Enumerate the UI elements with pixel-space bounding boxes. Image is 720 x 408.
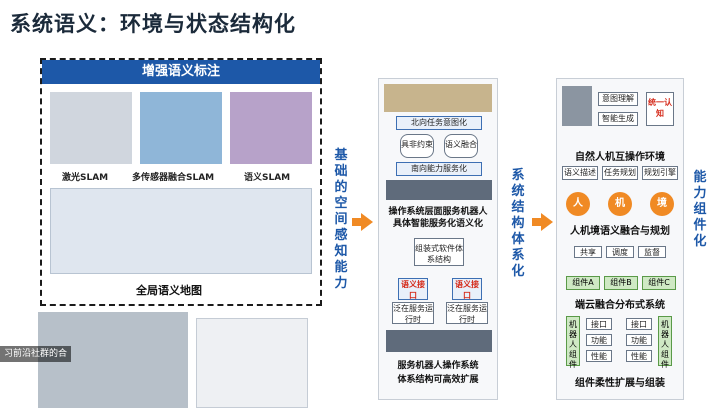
- arrow-1-bar: [352, 218, 362, 226]
- semantic-interface-left: 语义接口: [398, 278, 428, 300]
- unified-cognition: 统一认知: [646, 92, 674, 126]
- schedule-box: 调度: [606, 246, 634, 258]
- mid-box-5: 功能: [626, 334, 652, 346]
- page-title: 系统语义：环境与状态结构化: [10, 12, 296, 36]
- semantic-interface-right: 语义接口: [452, 278, 482, 300]
- right-caption-2: 人机境语义融合与规划: [570, 226, 670, 237]
- vertical-label-2: 系统结构体系化: [511, 168, 525, 279]
- component-c: 组件C: [642, 276, 676, 290]
- slam-image-1: [50, 92, 132, 164]
- caption-fusion-slam: 多传感器融合SLAM: [132, 173, 215, 183]
- side-left: 机器人组件: [566, 316, 580, 369]
- mid-box-6: 性能: [626, 350, 652, 362]
- pill-right: 语义融合: [444, 134, 478, 158]
- circle-machine: 机: [608, 192, 632, 216]
- component-a: 组件A: [566, 276, 600, 290]
- mid-box-2: 功能: [586, 334, 612, 346]
- mid-box-1: 接口: [586, 318, 612, 330]
- middle-device-row: [386, 180, 492, 200]
- watermark: 习前沿社群的合: [0, 346, 72, 362]
- small-box-2: 任务规划: [602, 166, 638, 180]
- small-box-1: 语义描述: [562, 166, 598, 180]
- middle-image: [384, 84, 492, 112]
- right-caption-1: 自然人机互操作环境: [575, 152, 665, 163]
- middle-caption-2: 服务机器人操作系统: [397, 361, 479, 371]
- circle-environment: 境: [650, 192, 674, 216]
- side-right: 机器人组件: [658, 316, 672, 369]
- arrow-2: [541, 213, 553, 231]
- caption-semantic-slam: 语义SLAM: [244, 173, 291, 183]
- arrow-1: [361, 213, 373, 231]
- middle-caption-1-red: 具体智能服务化语义化: [392, 219, 483, 229]
- left-panel-header: 增强语义标注: [42, 60, 320, 84]
- small-box-3: 规划引擎: [642, 166, 678, 180]
- north-intent: 北向任务意图化: [396, 116, 482, 130]
- circle-human: 人: [566, 192, 590, 216]
- robot-image: [562, 86, 592, 126]
- share-box: 共享: [574, 246, 602, 258]
- monitor-box: 监督: [638, 246, 666, 258]
- arrow-2-bar: [532, 218, 542, 226]
- right-caption-4: 组件柔性扩展与组装: [575, 378, 665, 389]
- mid-box-4: 接口: [626, 318, 652, 330]
- slam-image-3: [230, 92, 312, 164]
- slam-image-2: [140, 92, 222, 164]
- component-b: 组件B: [604, 276, 638, 290]
- robot-diagram: [196, 318, 308, 408]
- caption-laser-slam: 激光SLAM: [62, 173, 109, 183]
- south-service: 南向能力服务化: [396, 162, 482, 176]
- pill-left: 具非约束: [400, 134, 434, 158]
- intent-understand: 意图理解: [598, 92, 638, 106]
- map-caption: 全局语义地图: [136, 284, 202, 297]
- runtime-left: 泛在服务运行时: [392, 302, 434, 324]
- vertical-label-3: 能力组件化: [693, 170, 707, 249]
- middle-caption-2-red: 体系结构可高效扩展: [397, 375, 479, 385]
- middle-device-row-2: [386, 330, 492, 352]
- smart-generate: 智能生成: [598, 112, 638, 126]
- right-caption-3: 端云融合分布式系统: [575, 300, 665, 311]
- assembly-box: 组装式软件体系结构: [414, 238, 464, 266]
- middle-caption-1: 操作系统层面服务机器人: [388, 207, 488, 217]
- global-map-image: [50, 188, 312, 274]
- vertical-label-1: 基础的空间感知能力: [334, 148, 348, 291]
- mid-box-3: 性能: [586, 350, 612, 362]
- runtime-right: 泛在服务运行时: [446, 302, 488, 324]
